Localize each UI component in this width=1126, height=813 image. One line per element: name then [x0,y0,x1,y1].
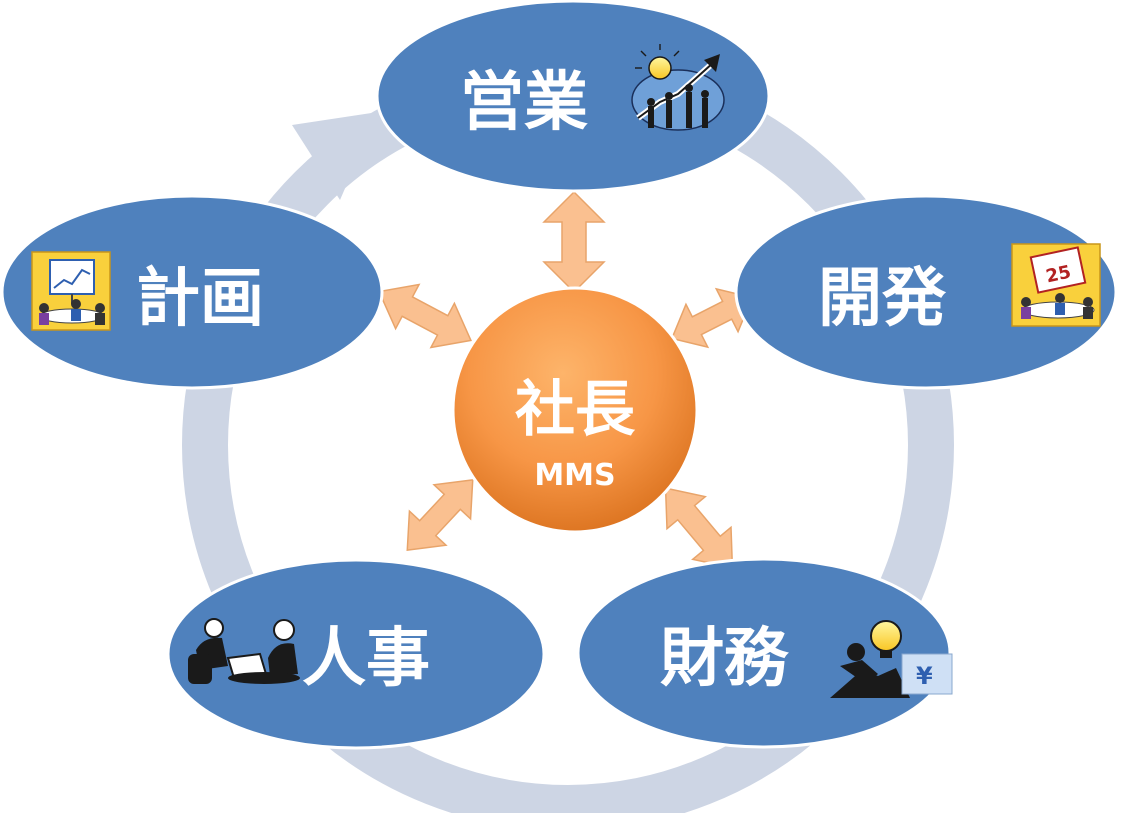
yen-symbol: ¥ [916,662,933,690]
node-hr: 人事 [166,558,546,750]
center-title: 社長 [515,375,636,445]
business-growth-icon [631,44,725,131]
center-node: 社長 MMS [451,286,699,534]
arrow-center-hr [406,479,474,551]
cycle-arrowhead [292,112,378,200]
interview-icon [188,618,300,684]
node-development: 開発 25 [734,194,1118,390]
node-sales: 営業 [375,0,771,193]
arrow-center-sales [542,190,606,294]
node-finance: 財務 ¥ [576,557,953,749]
arrow-center-planning [378,283,472,349]
node-hr-label: 人事 [302,622,430,696]
calendar-day: 25 [1044,262,1073,288]
calendar-meeting-icon: 25 [1011,243,1101,327]
node-development-label: 開発 [818,262,947,336]
node-finance-label: 財務 [660,622,789,696]
yen-idea-icon: ¥ [830,620,953,698]
center-subtitle: MMS [534,458,615,493]
node-planning: 計画 [0,194,384,390]
node-planning-label: 計画 [136,262,264,336]
presentation-meeting-icon [31,251,111,331]
node-sales-label: 営業 [460,66,588,140]
